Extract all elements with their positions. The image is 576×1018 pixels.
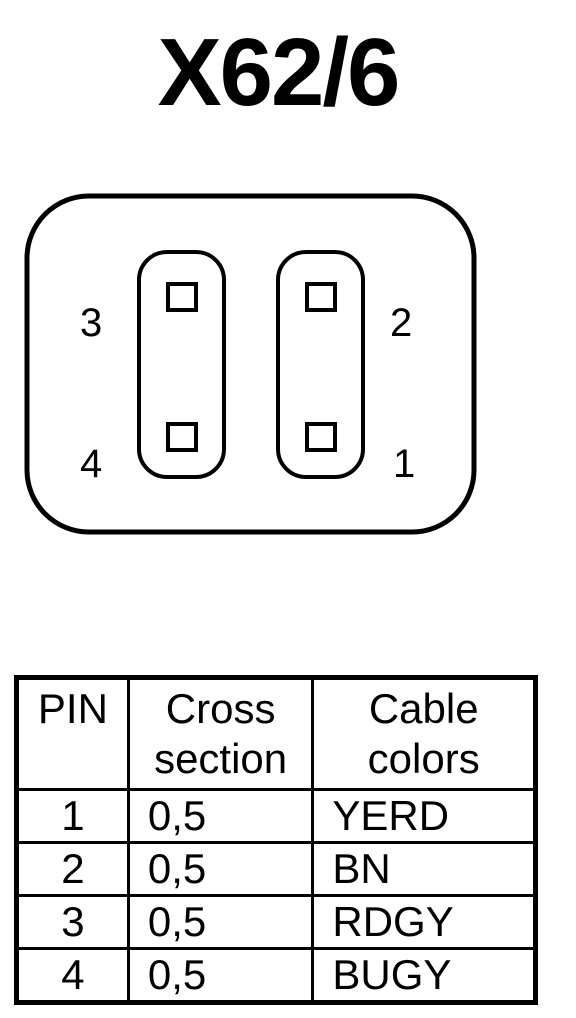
contact-pin-2 xyxy=(305,282,337,312)
header-cross-section-line2: section xyxy=(154,735,288,782)
pin-assignment-table: PIN Cross section Cable colors 1 0,5 YER… xyxy=(14,675,538,1005)
table-row: 4 0,5 BUGY xyxy=(15,947,537,1004)
cell-cross-section: 0,5 xyxy=(126,947,315,1004)
connector-title: X62/6 xyxy=(157,19,401,126)
cell-cable-color: YERD xyxy=(311,788,537,844)
table-header-row: PIN Cross section Cable colors xyxy=(15,676,537,791)
header-cable-colors-line1: Cable xyxy=(368,685,479,732)
table-row: 3 0,5 RDGY xyxy=(15,894,537,950)
pin-label-top-right: 2 xyxy=(390,301,412,345)
cell-cross-section: 0,5 xyxy=(126,788,315,844)
cell-pin: 1 xyxy=(15,788,130,844)
pin-label-bottom-left: 4 xyxy=(80,442,102,486)
header-cross-section: Cross section xyxy=(126,676,315,791)
pin-label-bottom-right: 1 xyxy=(393,442,415,486)
cell-cross-section: 0,5 xyxy=(126,894,315,950)
cell-pin: 2 xyxy=(15,841,130,897)
terminal-slot-left xyxy=(137,250,226,479)
header-cable-colors: Cable colors xyxy=(311,676,537,791)
cell-pin: 4 xyxy=(15,947,130,1004)
header-pin: PIN xyxy=(15,676,130,791)
connector-housing-outline xyxy=(24,193,477,535)
header-cable-colors-line2: colors xyxy=(367,735,480,782)
header-pin-label: PIN xyxy=(37,685,108,732)
cell-pin: 3 xyxy=(15,894,130,950)
cell-cable-color: BN xyxy=(311,841,537,897)
pin-label-top-left: 3 xyxy=(80,301,102,345)
header-cross-section-line1: Cross xyxy=(165,685,276,732)
terminal-slot-right xyxy=(276,250,365,479)
cell-cross-section: 0,5 xyxy=(126,841,315,897)
contact-pin-3 xyxy=(166,282,198,312)
table-row: 2 0,5 BN xyxy=(15,841,537,897)
contact-pin-4 xyxy=(166,422,198,452)
cell-cable-color: BUGY xyxy=(311,947,537,1004)
table-row: 1 0,5 YERD xyxy=(15,788,537,844)
cell-cable-color: RDGY xyxy=(311,894,537,950)
connector-face-diagram: 3 4 2 1 xyxy=(24,193,477,535)
contact-pin-1 xyxy=(305,422,337,452)
